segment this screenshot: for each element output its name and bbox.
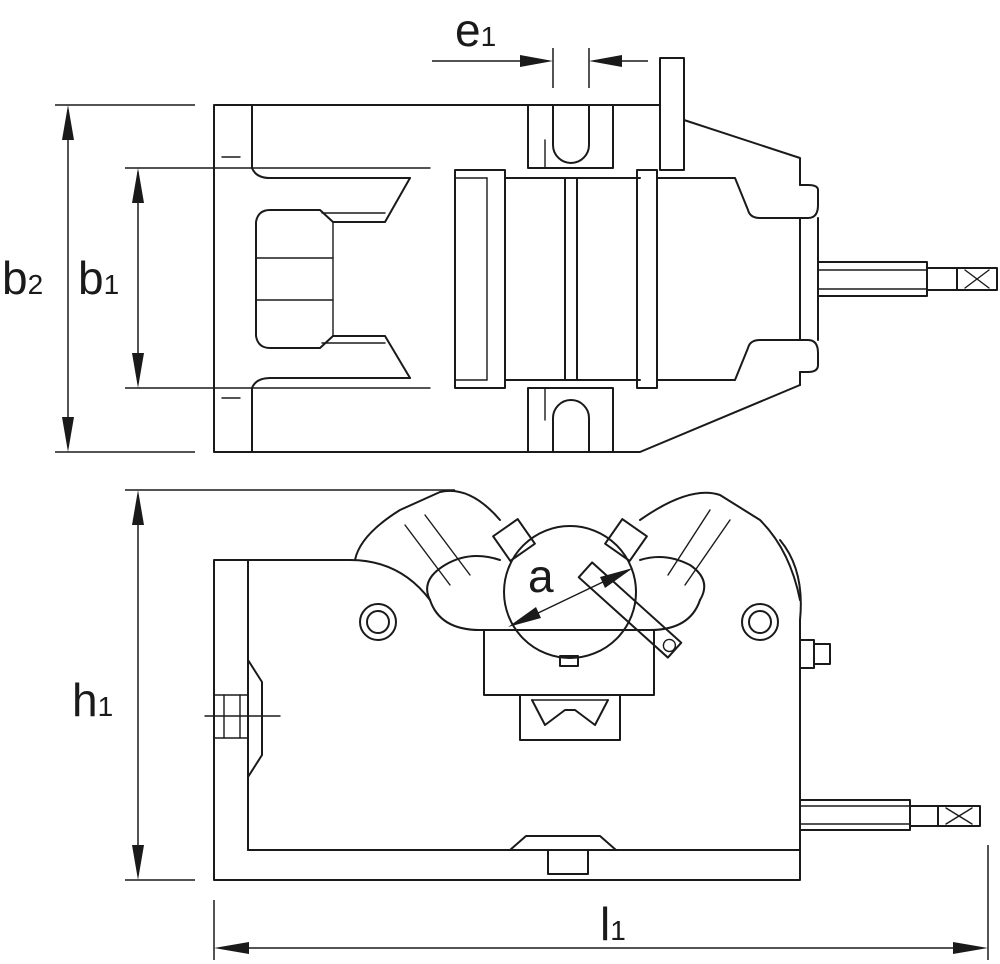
label-b2: b2: [2, 252, 43, 304]
front-view: [204, 489, 981, 881]
label-b1: b1: [78, 252, 119, 304]
label-h1: h1: [72, 674, 113, 726]
front-view-dimensions: [125, 489, 989, 960]
top-view-dimensions: [55, 48, 648, 453]
label-l1: l1: [600, 898, 626, 950]
label-e1: e1: [455, 4, 496, 56]
top-view: [139, 57, 998, 453]
label-a: a: [528, 550, 554, 602]
